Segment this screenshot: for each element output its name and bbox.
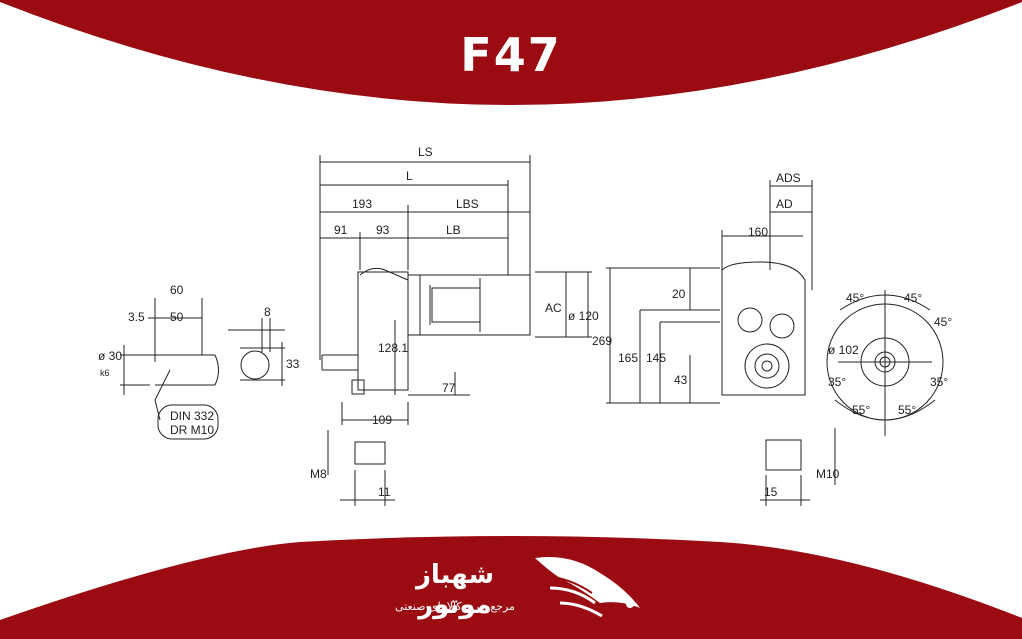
dim-ads: ADS (776, 171, 801, 185)
dim-165: 165 (618, 351, 638, 365)
dim-ls: LS (418, 145, 433, 159)
dim-128: 128.1 (378, 341, 408, 355)
dim-k6: k6 (100, 368, 110, 378)
angle-55-b: 55° (898, 403, 916, 417)
eagle-icon (535, 557, 640, 618)
dim-193: 193 (352, 197, 372, 211)
dim-3-5: 3.5 (128, 310, 145, 324)
dim-m8: M8 (310, 467, 327, 481)
dim-77: 77 (442, 381, 456, 395)
dim-145: 145 (646, 351, 666, 365)
dim-109: 109 (372, 413, 392, 427)
dim-l: L (406, 169, 413, 183)
dim-60: 60 (170, 283, 184, 297)
dim-50: 50 (170, 310, 184, 324)
dim-15: 15 (764, 485, 778, 499)
din-label-2: DR M10 (170, 423, 214, 437)
brand-name: شهباز موتور (415, 560, 495, 620)
angle-45-c: 45° (934, 315, 952, 329)
dim-11: 11 (378, 485, 391, 499)
dim-diameter-120: ø 120 (568, 309, 599, 323)
dim-8: 8 (264, 305, 271, 319)
angle-55-a: 55° (852, 403, 870, 417)
dim-lbs: LBS (456, 197, 479, 211)
dim-m10: M10 (816, 467, 840, 481)
din-label-1: DIN 332 (170, 409, 214, 423)
footer-banner (0, 536, 1022, 639)
dim-91: 91 (334, 223, 348, 237)
dim-43: 43 (674, 373, 688, 387)
dim-ac: AC (545, 301, 562, 315)
angle-45-b: 45° (904, 291, 922, 305)
dim-20: 20 (672, 287, 686, 301)
dim-33: 33 (286, 357, 300, 371)
dim-lb: LB (446, 223, 461, 237)
angle-45-a: 45° (846, 291, 864, 305)
dim-93: 93 (376, 223, 390, 237)
dim-diameter-30: ø 30 (98, 349, 122, 363)
dim-ad: AD (776, 197, 793, 211)
header-banner (0, 0, 1022, 105)
brand-tagline: مرجع خرید کالاهای صنعتی (395, 600, 515, 613)
page-title: F47 (460, 28, 562, 82)
dim-269: 269 (592, 334, 612, 348)
dim-diameter-102: ø 102 (828, 343, 859, 357)
angle-35-b: 35° (930, 375, 948, 389)
angle-35-a: 35° (828, 375, 846, 389)
dim-160: 160 (748, 225, 768, 239)
